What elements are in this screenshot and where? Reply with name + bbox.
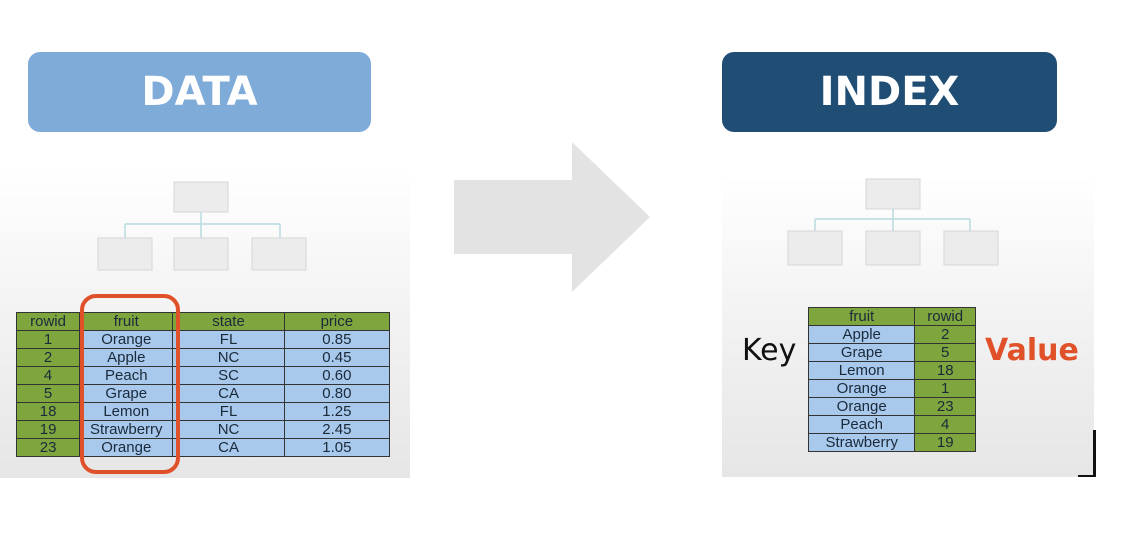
value-label: Value bbox=[985, 333, 1079, 368]
cell-fruit: Orange bbox=[79, 438, 174, 457]
fruit-column-highlight bbox=[80, 294, 180, 474]
cell-price: 2.45 bbox=[283, 420, 391, 439]
cell-state: NC bbox=[172, 420, 285, 439]
table-row: 4 Peach SC 0.60 bbox=[15, 366, 391, 385]
cell-rowid: 2 bbox=[914, 325, 976, 344]
index-table: fruit rowid Apple 2 Grape 5 Lemon 18 Ora… bbox=[807, 307, 976, 452]
cell-fruit: Peach bbox=[807, 415, 916, 434]
header-rowid: rowid bbox=[15, 312, 81, 331]
cell-rowid: 5 bbox=[914, 343, 976, 362]
table-row: Lemon 18 bbox=[807, 361, 976, 380]
cell-price: 1.05 bbox=[283, 438, 391, 457]
index-table-header-row: fruit rowid bbox=[807, 307, 976, 326]
cell-fruit: Grape bbox=[79, 384, 174, 403]
table-row: 19 Strawberry NC 2.45 bbox=[15, 420, 391, 439]
cell-fruit: Lemon bbox=[79, 402, 174, 421]
data-table-header-row: rowid fruit state price bbox=[15, 312, 391, 331]
cell-rowid: 19 bbox=[914, 433, 976, 452]
cell-price: 0.80 bbox=[283, 384, 391, 403]
index-title: INDEX bbox=[722, 52, 1057, 132]
cell-price: 0.60 bbox=[283, 366, 391, 385]
cell-fruit: Strawberry bbox=[79, 420, 174, 439]
cell-fruit: Orange bbox=[807, 379, 916, 398]
table-row: 23 Orange CA 1.05 bbox=[15, 438, 391, 457]
cell-state: FL bbox=[172, 330, 285, 349]
cell-state: CA bbox=[172, 438, 285, 457]
cell-fruit: Apple bbox=[807, 325, 916, 344]
header-fruit: fruit bbox=[807, 307, 916, 326]
cell-rowid: 23 bbox=[914, 397, 976, 416]
cell-state: SC bbox=[172, 366, 285, 385]
cell-rowid: 5 bbox=[15, 384, 81, 403]
data-tree-diagram bbox=[97, 181, 307, 271]
data-table: rowid fruit state price 1 Orange FL 0.85… bbox=[15, 312, 391, 457]
header-state: state bbox=[172, 312, 285, 331]
table-row: 2 Apple NC 0.45 bbox=[15, 348, 391, 367]
header-rowid: rowid bbox=[914, 307, 976, 326]
cell-fruit: Apple bbox=[79, 348, 174, 367]
cell-fruit: Orange bbox=[807, 397, 916, 416]
cell-rowid: 4 bbox=[914, 415, 976, 434]
data-title: DATA bbox=[28, 52, 371, 132]
table-row: Orange 23 bbox=[807, 397, 976, 416]
cell-fruit: Strawberry bbox=[807, 433, 916, 452]
table-row: Grape 5 bbox=[807, 343, 976, 362]
table-row: Orange 1 bbox=[807, 379, 976, 398]
cell-rowid: 1 bbox=[914, 379, 976, 398]
cell-price: 1.25 bbox=[283, 402, 391, 421]
cell-rowid: 18 bbox=[914, 361, 976, 380]
key-label: Key bbox=[742, 333, 797, 368]
corner-bracket bbox=[1093, 430, 1096, 477]
table-row: 5 Grape CA 0.80 bbox=[15, 384, 391, 403]
right-arrow-icon bbox=[454, 142, 650, 292]
cell-rowid: 2 bbox=[15, 348, 81, 367]
table-row: Peach 4 bbox=[807, 415, 976, 434]
corner-bracket-base bbox=[1078, 475, 1096, 477]
cell-state: NC bbox=[172, 348, 285, 367]
cell-rowid: 19 bbox=[15, 420, 81, 439]
cell-rowid: 1 bbox=[15, 330, 81, 349]
table-row: Apple 2 bbox=[807, 325, 976, 344]
cell-price: 0.85 bbox=[283, 330, 391, 349]
cell-price: 0.45 bbox=[283, 348, 391, 367]
cell-rowid: 18 bbox=[15, 402, 81, 421]
header-price: price bbox=[283, 312, 391, 331]
cell-rowid: 4 bbox=[15, 366, 81, 385]
cell-rowid: 23 bbox=[15, 438, 81, 457]
cell-state: CA bbox=[172, 384, 285, 403]
table-row: 1 Orange FL 0.85 bbox=[15, 330, 391, 349]
cell-state: FL bbox=[172, 402, 285, 421]
cell-fruit: Lemon bbox=[807, 361, 916, 380]
cell-fruit: Grape bbox=[807, 343, 916, 362]
index-tree-diagram bbox=[787, 178, 999, 266]
header-fruit: fruit bbox=[79, 312, 174, 331]
table-row: Strawberry 19 bbox=[807, 433, 976, 452]
table-row: 18 Lemon FL 1.25 bbox=[15, 402, 391, 421]
